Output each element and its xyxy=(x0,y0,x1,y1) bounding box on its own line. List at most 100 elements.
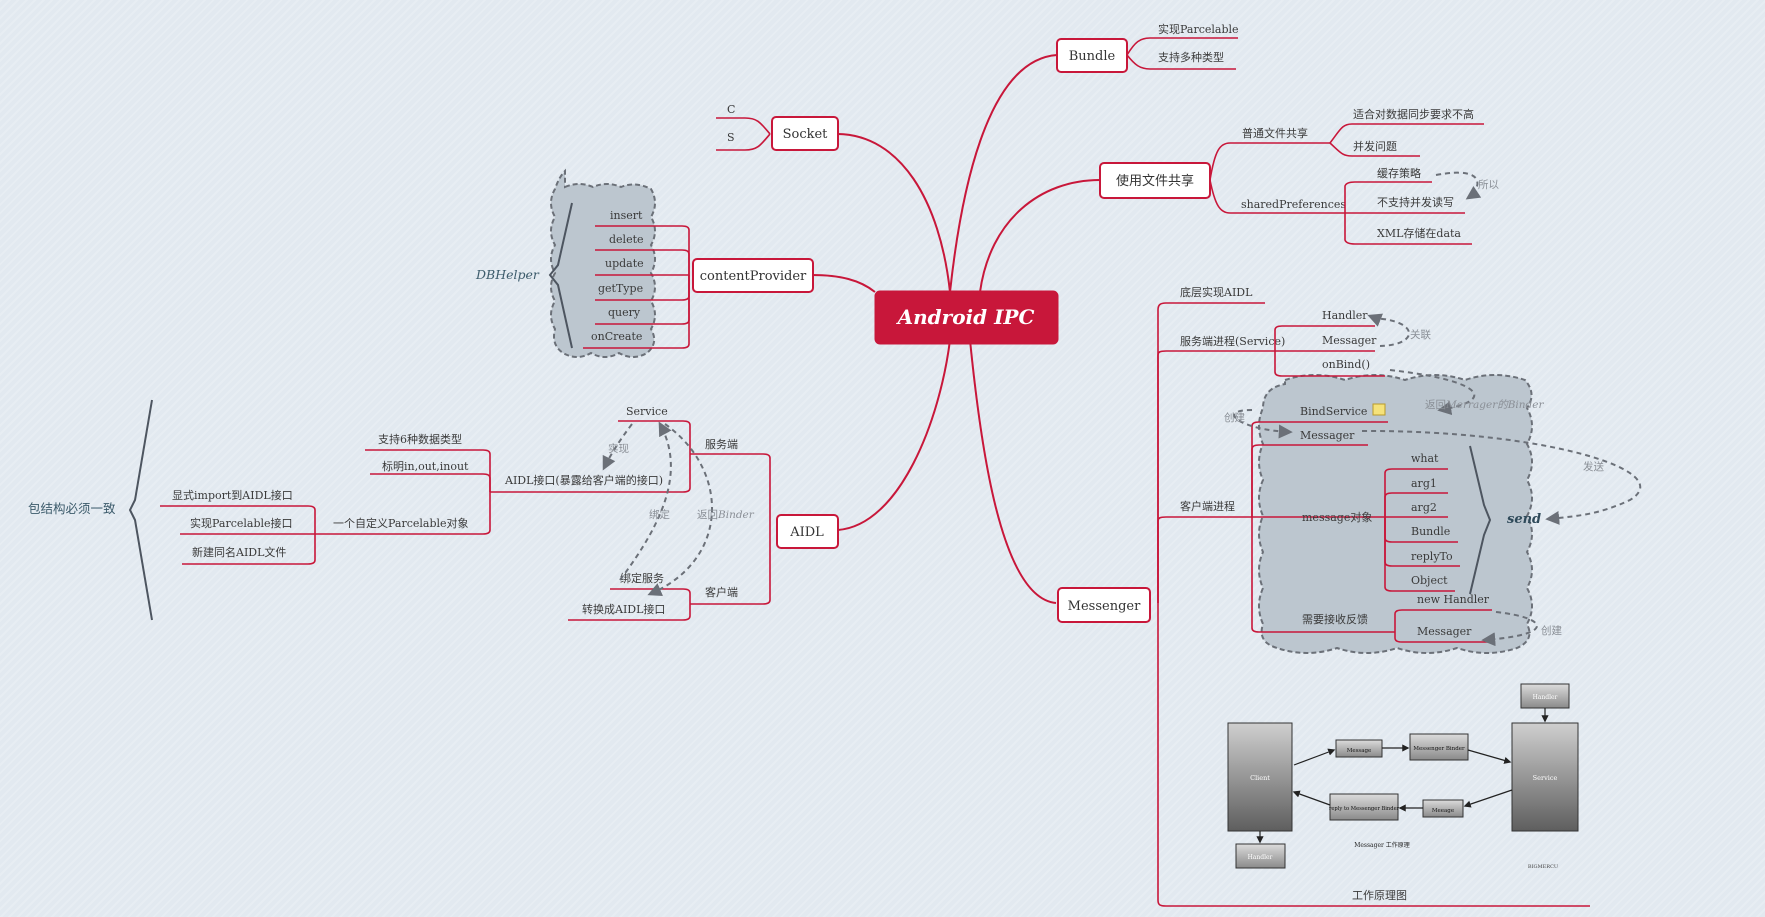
pi-handler-bottom xyxy=(1235,843,1286,869)
cli-edge-bind xyxy=(1251,421,1388,517)
srv-item: Messager xyxy=(1322,334,1377,347)
cp-edges xyxy=(583,225,690,349)
aidl-bind-note: 绑定 xyxy=(649,508,670,521)
srv-item: onBind() xyxy=(1322,358,1370,371)
msg-principle: 工作原理图 xyxy=(1352,889,1407,902)
iface-item: 支持6种数据类型 xyxy=(378,432,462,446)
bundle-item: 支持多种类型 xyxy=(1158,50,1224,64)
fileshare-edge-sp xyxy=(1209,179,1345,214)
aidl-edge-server xyxy=(690,453,771,530)
send-label: send xyxy=(1507,512,1541,527)
svg-text:contentProvider: contentProvider xyxy=(700,269,807,284)
socket-item: S xyxy=(727,131,735,144)
iface-edge-2 xyxy=(370,473,491,492)
relate-note: 关联 xyxy=(1410,328,1432,341)
cli-edge-messager xyxy=(1251,444,1368,517)
sp-item: 缓存策略 xyxy=(1377,166,1421,180)
fileshare-edge-normal xyxy=(1209,142,1330,181)
note-icon[interactable] xyxy=(1372,403,1386,416)
svg-text:reply to Messenger Binder: reply to Messenger Binder xyxy=(1329,806,1400,812)
svg-text:Socket: Socket xyxy=(783,127,829,142)
parcel-edge-3 xyxy=(182,534,316,565)
cp-item: query xyxy=(608,306,641,319)
aidl-bind-service: 绑定服务 xyxy=(620,571,664,585)
parcel-edge-1 xyxy=(160,505,316,534)
svg-text:Service: Service xyxy=(1533,774,1558,782)
create-arrow xyxy=(1233,409,1293,439)
cli-bind-service: BindService xyxy=(1300,405,1367,418)
cli-edge-feedback xyxy=(1251,517,1395,633)
parcel-item: 新建同名AIDL文件 xyxy=(192,545,286,559)
cp-item: update xyxy=(605,257,644,270)
fileshare-sp-label: sharedPreferences xyxy=(1241,198,1346,211)
msg-server-process: 服务端进程(Service) xyxy=(1180,335,1285,348)
msg-client-process: 客户端进程 xyxy=(1180,499,1235,513)
node-socket[interactable]: Socket xyxy=(771,116,839,151)
svg-text:BIGMERCU: BIGMERCU xyxy=(1528,864,1558,870)
normal-item: 并发问题 xyxy=(1353,139,1397,153)
msg-edge-client xyxy=(1157,516,1252,603)
cp-item: insert xyxy=(610,209,643,222)
srv-edge-1 xyxy=(1274,325,1375,351)
msg-edge-server xyxy=(1157,350,1275,603)
fb-item: Messager xyxy=(1417,625,1472,638)
svg-text:AIDL: AIDL xyxy=(789,525,824,540)
srv-edge-3 xyxy=(1274,351,1385,377)
send-arrow xyxy=(1361,429,1642,525)
sp-so-arrow xyxy=(1435,171,1482,200)
msgobj-item: Object xyxy=(1411,574,1448,587)
aidl-interface: AIDL接口(暴露给客户端的接口) xyxy=(504,473,663,487)
aidl-server-label: 服务端 xyxy=(705,438,738,451)
cli-message-obj: message对象 xyxy=(1302,510,1372,524)
node-messenger[interactable]: Messenger xyxy=(1057,587,1151,623)
normal-item: 适合对数据同步要求不高 xyxy=(1353,107,1474,121)
server-edge-service xyxy=(618,420,691,454)
svg-text:Android IPC: Android IPC xyxy=(896,305,1035,329)
fileshare-normal-label: 普通文件共享 xyxy=(1242,126,1308,140)
sp-item: 不支持并发读写 xyxy=(1377,195,1454,209)
edge-root-fileshare xyxy=(979,179,1101,293)
node-aidl[interactable]: AIDL xyxy=(776,514,839,549)
aidl-impl-arrow xyxy=(602,423,633,471)
msgobj-item: arg2 xyxy=(1411,501,1437,514)
edge-root-contentprovider xyxy=(811,274,876,293)
sp-edge-3 xyxy=(1344,213,1472,245)
sp-edge-1 xyxy=(1344,181,1432,213)
pi-handler-top xyxy=(1520,683,1570,709)
svg-text:Meeage: Meeage xyxy=(1432,808,1454,814)
send-brace xyxy=(1469,445,1492,595)
aidl-client-label: 客户端 xyxy=(705,585,738,599)
cli-feedback: 需要接收反馈 xyxy=(1302,612,1368,626)
msg-edge-principle xyxy=(1157,603,1590,907)
socket-item: C xyxy=(727,103,735,116)
msgobj-item: arg1 xyxy=(1411,477,1437,490)
return-binder-arrow xyxy=(1389,369,1476,416)
svg-text:Messager 工作原理: Messager 工作原理 xyxy=(1354,841,1410,849)
fb-create-arrow xyxy=(1481,611,1538,647)
node-content-provider[interactable]: contentProvider xyxy=(692,258,814,293)
fb-edge-2 xyxy=(1394,632,1492,643)
edge-root-messenger xyxy=(969,339,1057,604)
relate-arrow xyxy=(1371,317,1410,347)
cp-item: delete xyxy=(609,233,644,246)
cp-item: onCreate xyxy=(591,330,642,343)
socket-edge-s xyxy=(716,133,771,151)
iface-edge-1 xyxy=(365,449,491,492)
node-file-share[interactable]: 使用文件共享 xyxy=(1099,162,1211,199)
node-bundle[interactable]: Bundle xyxy=(1056,38,1128,73)
svg-text:Handler: Handler xyxy=(1248,854,1273,861)
svg-text:Bundle: Bundle xyxy=(1069,49,1116,64)
edge-root-socket xyxy=(837,133,951,293)
iface-item: 标明in,out,inout xyxy=(382,459,469,473)
aidl-impl-note: 实现 xyxy=(608,442,629,455)
aidl-edge-client xyxy=(690,530,771,605)
node-root[interactable]: Android IPC xyxy=(874,290,1059,345)
svg-text:Message: Message xyxy=(1347,748,1372,754)
sp-note: 所以 xyxy=(1478,179,1500,191)
aidl-return-arrow xyxy=(647,423,714,597)
iface-item: 一个自定义Parcelable对象 xyxy=(333,516,469,530)
fb-edge-1 xyxy=(1394,609,1492,632)
msg-edge-aidl xyxy=(1157,302,1265,603)
pi-service xyxy=(1511,722,1579,832)
iface-edge-3 xyxy=(315,492,491,535)
